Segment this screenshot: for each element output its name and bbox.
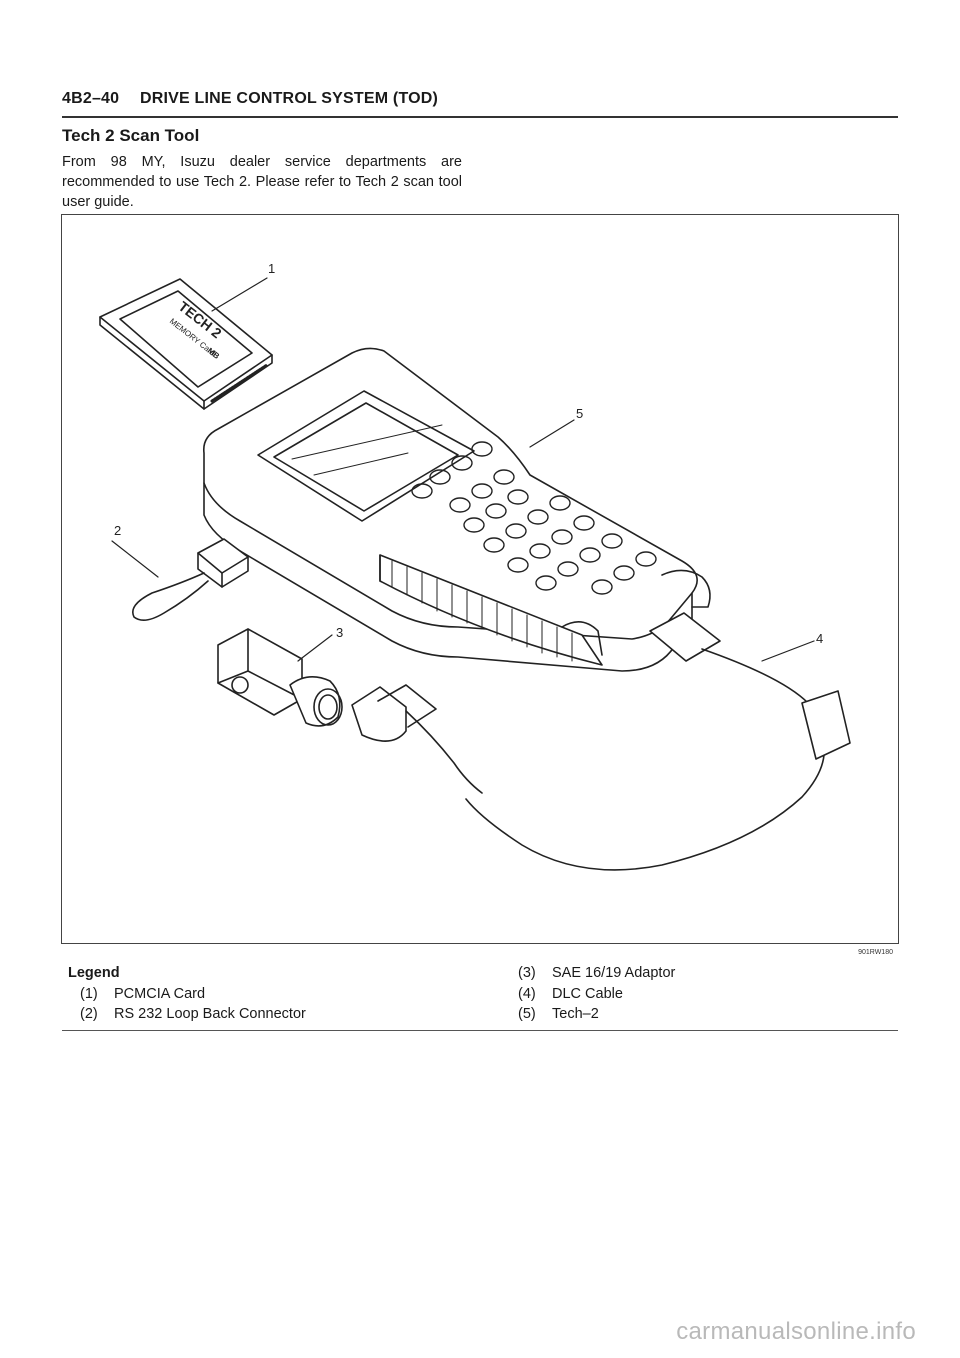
legend-number: (5) bbox=[518, 1006, 536, 1022]
legend-item: (1) PCMCIA Card bbox=[68, 984, 306, 1005]
legend-item: (2) RS 232 Loop Back Connector bbox=[68, 1004, 306, 1025]
sae-adaptor-drawing bbox=[217, 628, 483, 794]
header-rule bbox=[62, 116, 898, 118]
legend-number: (1) bbox=[80, 985, 98, 1002]
intro-paragraph: From 98 MY, Isuzu dealer service departm… bbox=[62, 154, 462, 210]
page-number: 4B2–40 bbox=[62, 90, 120, 107]
legend-label: SAE 16/19 Adaptor bbox=[552, 965, 676, 981]
section-title: Tech 2 Scan Tool bbox=[62, 126, 200, 145]
footer-rule bbox=[62, 1030, 898, 1031]
tech2-illustration: TECH 2 MEMORY Card MB bbox=[99, 261, 851, 871]
legend-label: PCMCIA Card bbox=[114, 985, 206, 1002]
callout-5: 5 bbox=[576, 406, 583, 421]
callout-3: 3 bbox=[336, 625, 343, 640]
legend-item: (5) Tech–2 bbox=[518, 1004, 675, 1025]
callout-2: 2 bbox=[114, 523, 121, 538]
callout-1: 1 bbox=[268, 261, 275, 276]
figure-code: 901RW180 bbox=[858, 949, 893, 956]
legend-right: (3) SAE 16/19 Adaptor (4) DLC Cable (5) … bbox=[518, 963, 675, 1025]
loopback-connector-drawing bbox=[111, 538, 249, 621]
legend-label: DLC Cable bbox=[552, 985, 623, 1002]
watermark-link[interactable]: carmanualsonline.info bbox=[676, 1318, 916, 1345]
legend-number: (4) bbox=[518, 985, 536, 1002]
legend-item: (4) DLC Cable bbox=[518, 984, 675, 1005]
pcmcia-card-drawing: TECH 2 MEMORY Card MB bbox=[99, 277, 273, 410]
legend-heading: Legend bbox=[68, 965, 120, 981]
legend-number: (2) bbox=[80, 1006, 98, 1022]
tech2-handheld-drawing bbox=[202, 347, 711, 672]
tech2-figure: TECH 2 MEMORY Card MB bbox=[61, 214, 899, 956]
dlc-cable-drawing bbox=[465, 612, 851, 871]
callout-4: 4 bbox=[816, 631, 823, 646]
legend-number: (3) bbox=[518, 965, 536, 981]
page-header: 4B2–40 DRIVE LINE CONTROL SYSTEM (TOD) bbox=[62, 90, 438, 108]
legend-item: (3) SAE 16/19 Adaptor bbox=[518, 963, 675, 984]
legend-left: Legend (1) PCMCIA Card (2) RS 232 Loop B… bbox=[68, 963, 306, 1025]
section-header-title: DRIVE LINE CONTROL SYSTEM (TOD) bbox=[140, 90, 439, 107]
legend-label: Tech–2 bbox=[552, 1006, 599, 1022]
legend-label: RS 232 Loop Back Connector bbox=[114, 1006, 306, 1022]
